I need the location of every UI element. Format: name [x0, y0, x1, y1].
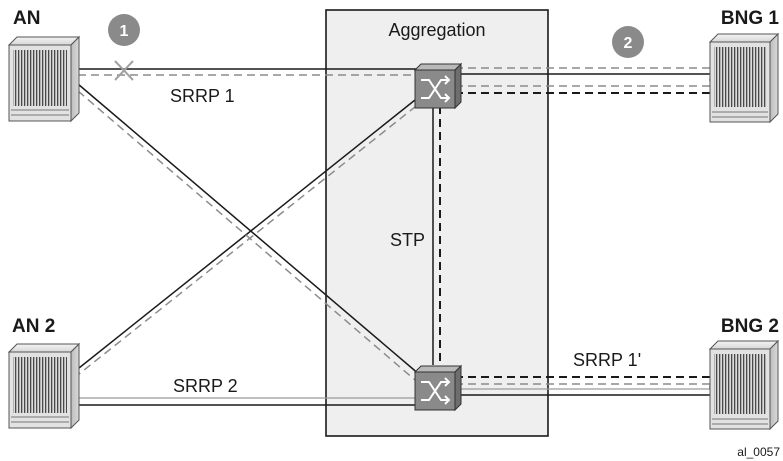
chassis-icon [7, 342, 81, 430]
marker-1-label: 1 [120, 23, 129, 40]
link-an2-switch1 [73, 95, 421, 373]
srrp1-prime-label: SRRP 1' [573, 350, 641, 370]
marker-1: 1 [108, 14, 140, 46]
srrp1-label: SRRP 1 [170, 86, 235, 106]
bng2-label: BNG 2 [721, 316, 779, 337]
x-mark-icon [114, 60, 134, 81]
stp-label: STP [390, 230, 425, 250]
router-chassis-icon [708, 339, 780, 431]
an1-label: AN [13, 8, 40, 29]
aggregation-label: Aggregation [388, 20, 485, 40]
marker-2: 2 [612, 26, 644, 58]
an2-label: AN 2 [12, 316, 55, 337]
link-an2-switch1-alt [73, 102, 421, 379]
solid-links [73, 68, 712, 406]
router-chassis-icon [708, 32, 780, 124]
srrp2-label: SRRP 2 [173, 376, 238, 396]
light-links [74, 388, 712, 399]
marker-2-label: 2 [624, 35, 633, 52]
chassis-icon [7, 35, 81, 123]
link-an1-switch2-alt [77, 90, 416, 381]
dashed-black-links [439, 92, 712, 378]
link-an1-switch2 [77, 83, 421, 376]
bng1-label: BNG 1 [721, 8, 780, 29]
switch-icon [413, 364, 463, 412]
switch-icon [413, 62, 463, 110]
figure-id: al_0057 [737, 445, 780, 459]
dashed-gray-links [73, 67, 712, 385]
